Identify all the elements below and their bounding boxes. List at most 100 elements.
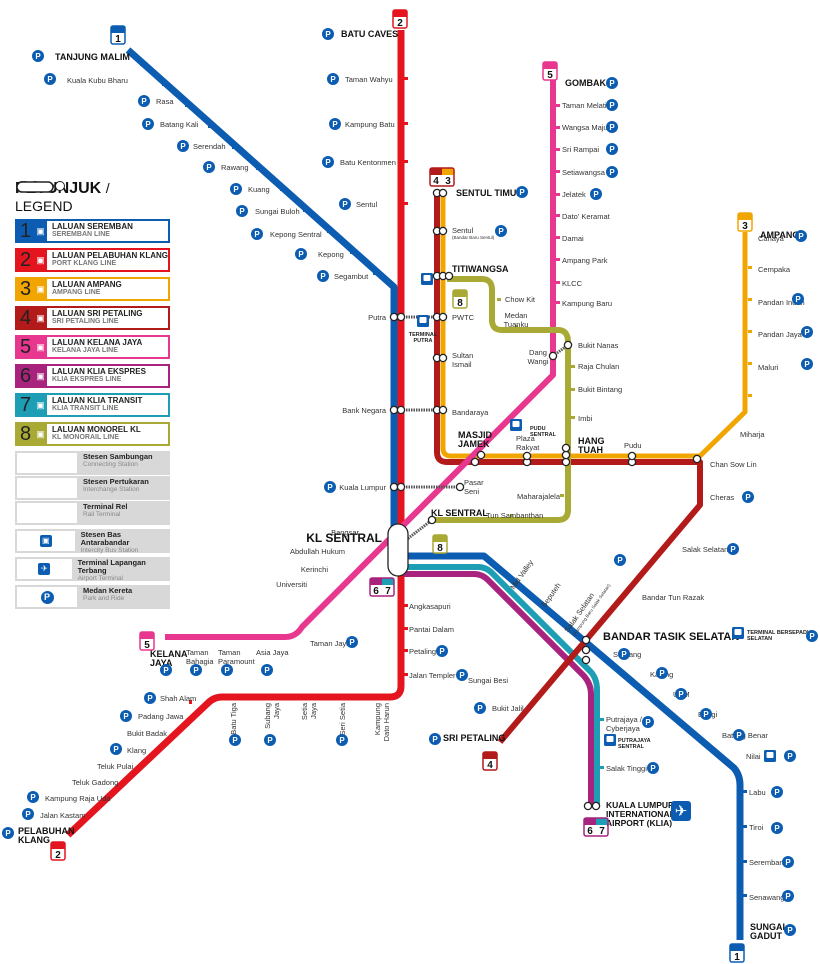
- interchange-station-marker[interactable]: [438, 353, 448, 363]
- interchange-station-marker[interactable]: [627, 451, 637, 461]
- station-label[interactable]: KampungDato Harun: [373, 703, 391, 741]
- interchange-station-marker[interactable]: [438, 312, 448, 322]
- station-label[interactable]: Jelatek: [562, 190, 586, 199]
- station-label[interactable]: Taman Jaya: [310, 639, 351, 648]
- station-label[interactable]: (Bandar Baru Sentul): [452, 235, 495, 240]
- station-label[interactable]: Kepong: [318, 250, 344, 259]
- interchange-station-marker[interactable]: [692, 454, 702, 464]
- station-label[interactable]: Senawang: [749, 893, 784, 902]
- airport-icon[interactable]: ✈: [671, 801, 691, 821]
- interchange-station-marker[interactable]: [581, 635, 591, 645]
- interchange-station-marker[interactable]: [563, 340, 573, 350]
- line-klia-ekspres[interactable]: [404, 571, 594, 806]
- station-label[interactable]: Tiroi: [749, 823, 764, 832]
- station-label[interactable]: Tun Sambanthan: [486, 511, 543, 520]
- station-label[interactable]: Cheras: [710, 493, 734, 502]
- station-label[interactable]: Batu Kentonmen: [340, 158, 396, 167]
- station-label[interactable]: Maluri: [758, 363, 779, 372]
- interchange-station-marker[interactable]: [583, 801, 593, 811]
- station-label[interactable]: Seremban: [749, 858, 784, 867]
- station-label[interactable]: Kuala Kubu Bharu: [67, 76, 128, 85]
- station-label[interactable]: SENTUL TIMUR: [456, 188, 523, 198]
- station-label[interactable]: BATU CAVES: [341, 29, 398, 39]
- station-label[interactable]: Batu Tiga: [229, 702, 238, 735]
- station-label[interactable]: Bukit Bintang: [578, 385, 622, 394]
- interchange-station-marker[interactable]: [476, 450, 486, 460]
- station-label[interactable]: Setiawangsa: [562, 168, 606, 177]
- station-label[interactable]: Kampung Baru: [562, 299, 612, 308]
- line-klia-transit[interactable]: [404, 564, 600, 806]
- station-label[interactable]: Asia Jaya: [256, 648, 289, 657]
- station-label[interactable]: Kampung Raja Uda: [45, 794, 111, 803]
- interchange-station-marker[interactable]: [389, 405, 399, 415]
- station-label[interactable]: Labu: [749, 788, 766, 797]
- station-label[interactable]: Kepong Sentral: [270, 230, 322, 239]
- station-label[interactable]: Sri Rampai: [562, 145, 599, 154]
- line-ampang[interactable]: [440, 190, 748, 459]
- station-label[interactable]: Bukit Jalil: [492, 704, 524, 713]
- station-label[interactable]: PWTC: [452, 313, 475, 322]
- line-port-klang[interactable]: [65, 30, 405, 838]
- station-label[interactable]: Putra: [368, 313, 387, 322]
- station-label[interactable]: Sentul: [452, 226, 474, 235]
- line-monorail[interactable]: [432, 276, 571, 523]
- station-label[interactable]: Petaling: [409, 647, 436, 656]
- station-label[interactable]: Bukit Badak: [127, 729, 167, 738]
- interchange-station-marker[interactable]: [470, 457, 480, 467]
- interchange-station-marker[interactable]: [455, 482, 465, 492]
- station-label[interactable]: Jalan Templer: [409, 671, 456, 680]
- station-label[interactable]: Universiti: [276, 580, 307, 589]
- station-label[interactable]: BANDAR TASIK SELATAN: [603, 631, 739, 643]
- station-label[interactable]: Kerinchi: [301, 565, 328, 574]
- interchange-station-marker[interactable]: [438, 226, 448, 236]
- station-label[interactable]: Serendah: [193, 142, 226, 151]
- interchange-station-marker[interactable]: [396, 405, 406, 415]
- station-label[interactable]: Kuang: [248, 185, 270, 194]
- station-label[interactable]: Pantai Dalam: [409, 625, 454, 634]
- station-label[interactable]: Salak Tinggi: [606, 764, 647, 773]
- interchange-station-marker[interactable]: [591, 801, 601, 811]
- station-label[interactable]: Miharja: [740, 430, 765, 439]
- station-label[interactable]: Sentul: [356, 200, 378, 209]
- interchange-station-marker[interactable]: [438, 188, 448, 198]
- station-label[interactable]: Batang Kali: [160, 120, 199, 129]
- interchange-station-marker[interactable]: [396, 482, 406, 492]
- station-label[interactable]: Salak Selatan: [682, 545, 728, 554]
- station-label[interactable]: SetiaJaya: [300, 702, 318, 720]
- station-label[interactable]: Bank Negara: [342, 406, 387, 415]
- interchange-station-marker[interactable]: [389, 312, 399, 322]
- interchange-station-marker[interactable]: [581, 645, 591, 655]
- station-label[interactable]: Bukit Nanas: [578, 341, 619, 350]
- station-label[interactable]: Segambut: [334, 272, 369, 281]
- line-kelana-jaya[interactable]: [165, 80, 556, 640]
- station-label[interactable]: Bandar Tun Razak: [642, 593, 704, 602]
- station-label[interactable]: Imbi: [578, 414, 593, 423]
- station-label[interactable]: Abdullah Hukum: [290, 547, 345, 556]
- interchange-station-marker[interactable]: [561, 457, 571, 467]
- station-label[interactable]: Seri Setia: [338, 702, 347, 735]
- station-label[interactable]: Bandaraya: [452, 408, 489, 417]
- station-label[interactable]: Jalan Kastam: [40, 811, 85, 820]
- station-label[interactable]: Teluk Pulai: [97, 762, 134, 771]
- station-label[interactable]: Raja Chulan: [578, 362, 619, 371]
- station-label[interactable]: Wangsa Maju: [562, 123, 608, 132]
- station-label[interactable]: Maharajalela: [517, 492, 561, 501]
- station-label[interactable]: SRI PETALING: [443, 733, 505, 743]
- station-label[interactable]: Batang Benar: [722, 731, 768, 740]
- station-label[interactable]: AMPANG: [760, 230, 799, 240]
- station-label[interactable]: Bangsar: [331, 528, 359, 537]
- interchange-station-marker[interactable]: [561, 450, 571, 460]
- station-label[interactable]: GOMBAK: [565, 78, 606, 88]
